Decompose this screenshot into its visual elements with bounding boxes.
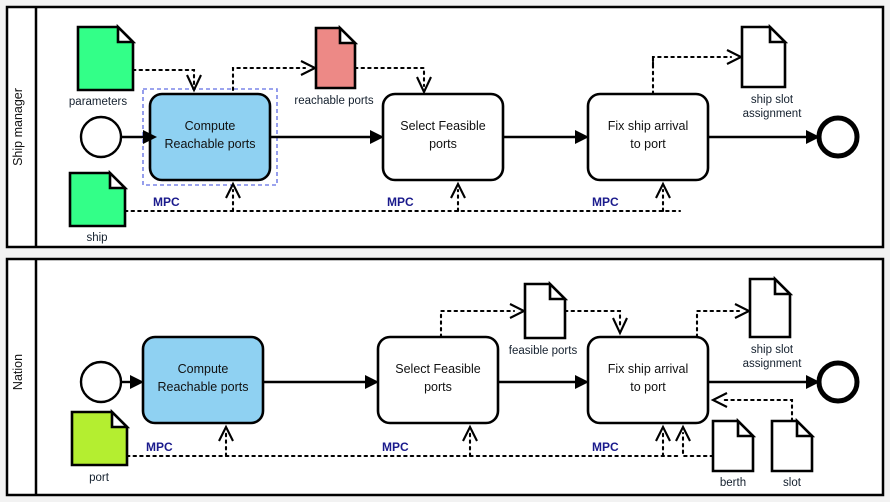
start-event-nation[interactable] <box>79 360 123 404</box>
pool-label-ship-manager: Ship manager <box>11 88 25 166</box>
task-fix-top-line1: Fix ship arrival <box>608 119 689 133</box>
end-event-nation[interactable] <box>816 360 860 404</box>
mpc-label-compute-bottom: MPC <box>146 440 173 454</box>
task-select-feasible-ports-nation[interactable]: Select Feasible ports <box>376 335 500 425</box>
task-compute-reachable-ports-ship-manager[interactable]: Compute Reachable ports <box>142 88 278 186</box>
data-object-ship-label: ship <box>86 232 107 244</box>
task-select-top-line1: Select Feasible <box>400 119 486 133</box>
data-object-port[interactable]: port <box>70 408 131 484</box>
data-object-berth-label: berth <box>720 477 746 489</box>
task-compute-bottom-line1: Compute <box>178 362 229 376</box>
data-object-ship-slot-bottom-label-1: ship slot <box>751 344 794 356</box>
data-object-berth[interactable]: berth <box>711 417 757 489</box>
task-compute-reachable-ports-nation[interactable]: Compute Reachable ports <box>141 335 265 425</box>
start-event-ship-manager[interactable] <box>79 115 123 159</box>
data-object-reachable-ports-label: reachable ports <box>294 95 374 107</box>
task-select-top-line2: ports <box>429 137 457 151</box>
data-object-feasible-ports-label: feasible ports <box>509 345 578 357</box>
task-select-bottom-line1: Select Feasible <box>395 362 481 376</box>
data-object-ship-slot-assignment-top[interactable]: ship slot assignment <box>740 23 803 120</box>
mpc-label-select-top: MPC <box>387 195 414 209</box>
task-compute-bottom-line2: Reachable ports <box>157 380 248 394</box>
data-associations-ship-manager <box>123 49 744 213</box>
pool-ship-manager[interactable]: Ship manager parameters ship reachable p… <box>5 5 885 249</box>
data-object-port-label: port <box>89 472 110 484</box>
mpc-label-compute-top: MPC <box>153 195 180 209</box>
data-object-slot-label: slot <box>783 477 802 489</box>
task-fix-bottom-line2: to port <box>630 380 666 394</box>
pool-label-nation: Nation <box>11 354 25 390</box>
data-object-parameters-label: parameters <box>69 96 127 108</box>
task-fix-top-line2: to port <box>630 137 666 151</box>
data-object-ship-slot-bottom-label-2: assignment <box>743 358 803 370</box>
task-fix-bottom-line1: Fix ship arrival <box>608 362 689 376</box>
sequence-flows-nation <box>121 375 820 389</box>
data-object-parameters[interactable]: parameters <box>69 23 137 108</box>
data-associations-nation <box>125 303 794 458</box>
task-fix-ship-arrival-nation[interactable]: Fix ship arrival to port <box>586 335 710 425</box>
task-fix-ship-arrival-ship-manager[interactable]: Fix ship arrival to port <box>586 92 710 182</box>
end-event-ship-manager[interactable] <box>816 115 860 159</box>
task-compute-top-line1: Compute <box>185 119 236 133</box>
task-select-bottom-line2: ports <box>424 380 452 394</box>
data-object-feasible-ports[interactable]: feasible ports <box>509 280 578 357</box>
mpc-label-fix-top: MPC <box>592 195 619 209</box>
data-object-ship[interactable]: ship <box>68 169 129 244</box>
pool-nation[interactable]: Nation port feasible ports ship slot ass… <box>5 257 885 497</box>
mpc-label-select-bottom: MPC <box>382 440 409 454</box>
task-select-feasible-ports-ship-manager[interactable]: Select Feasible ports <box>381 92 505 182</box>
task-compute-top-line2: Reachable ports <box>164 137 255 151</box>
mpc-label-fix-bottom: MPC <box>592 440 619 454</box>
data-object-ship-slot-assignment-bottom[interactable]: ship slot assignment <box>743 275 803 370</box>
data-object-ship-slot-label-2: assignment <box>743 108 803 120</box>
data-object-reachable-ports[interactable]: reachable ports <box>294 24 374 107</box>
sequence-flows-ship-manager <box>121 130 820 144</box>
data-object-ship-slot-label-1: ship slot <box>751 94 794 106</box>
